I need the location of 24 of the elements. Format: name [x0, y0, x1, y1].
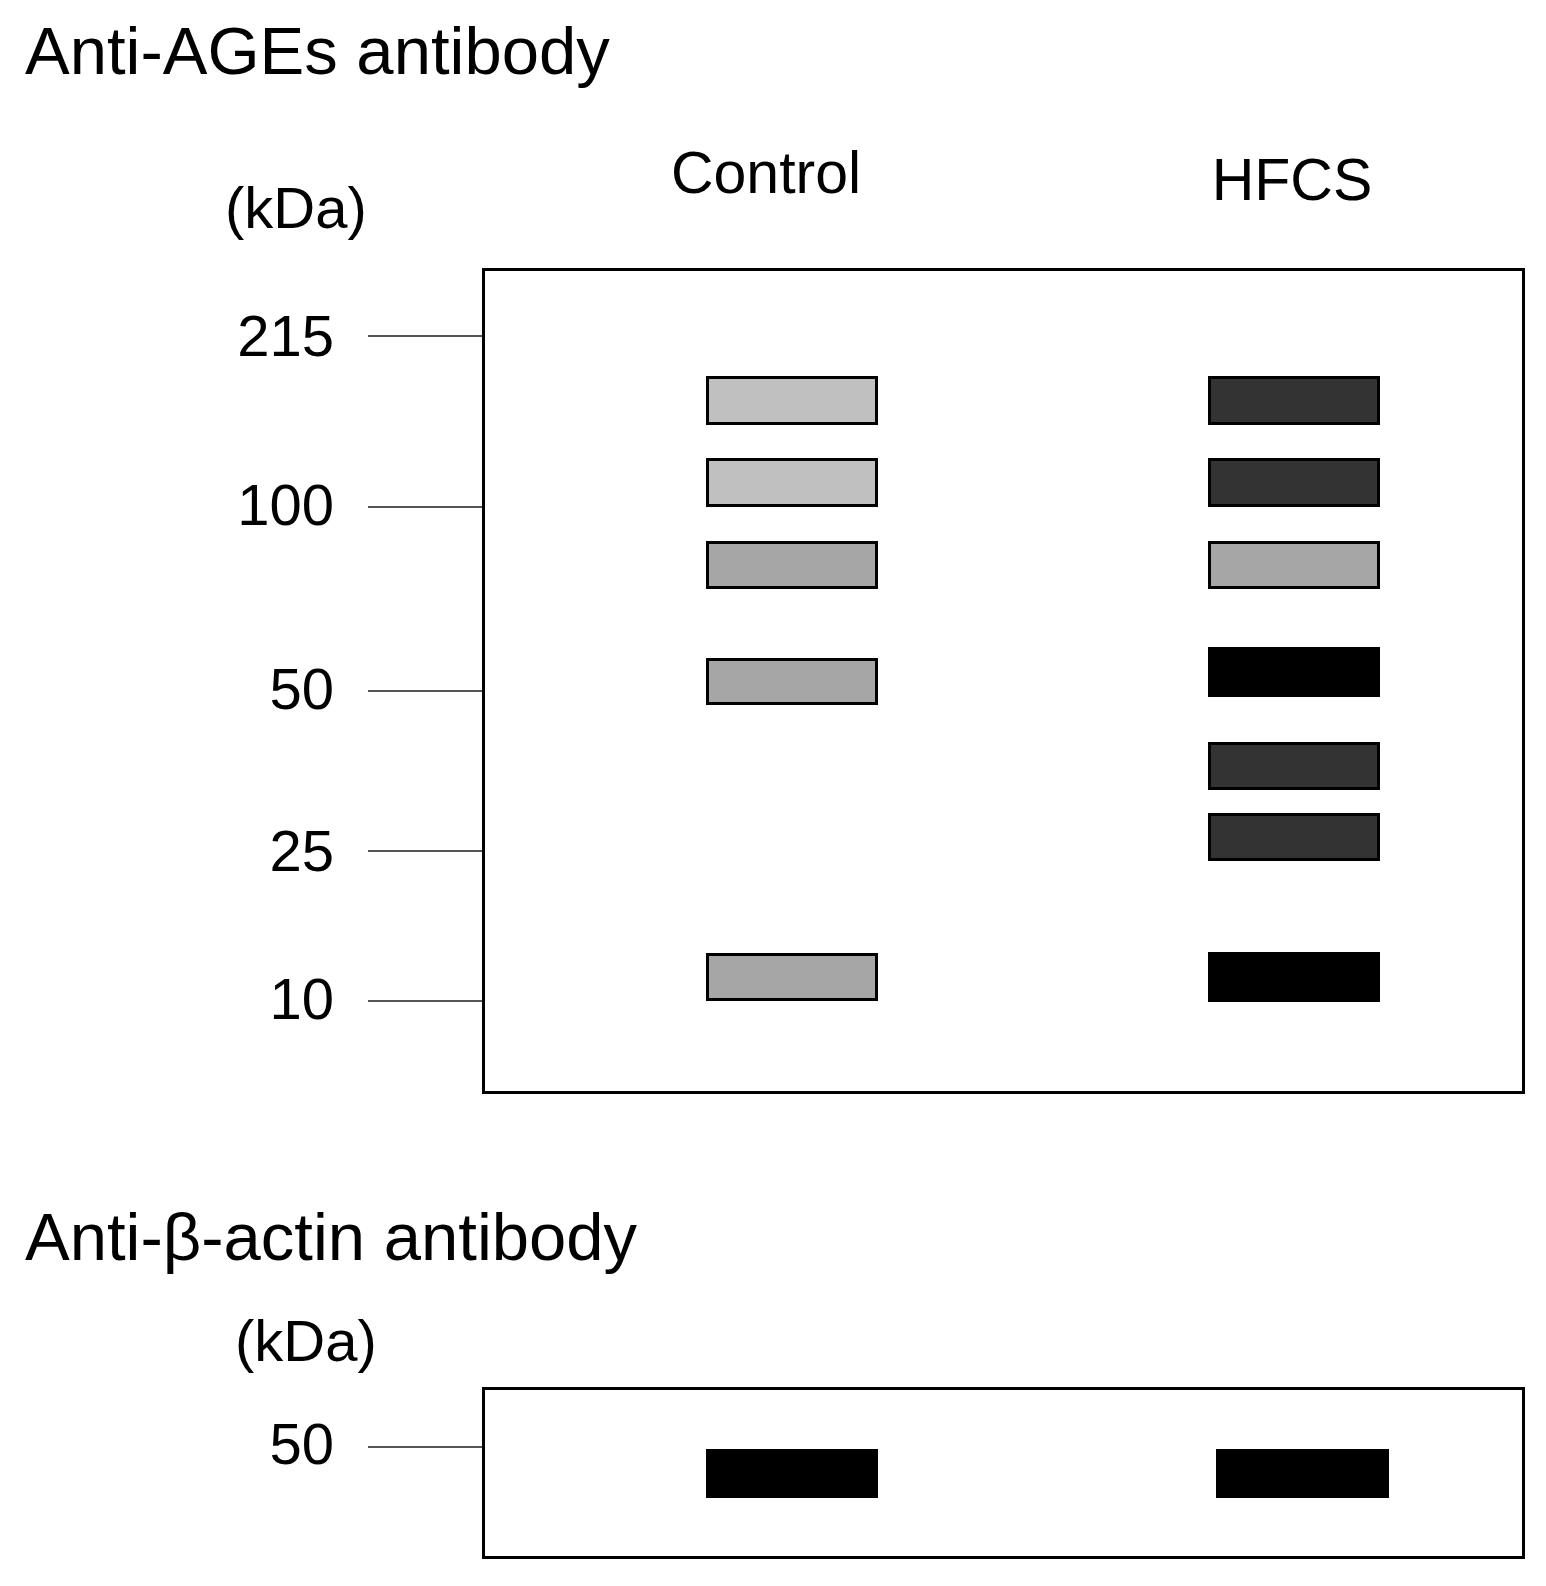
protein-band [1208, 376, 1380, 425]
protein-band [706, 953, 878, 1001]
protein-band [706, 658, 878, 705]
protein-band [706, 541, 878, 589]
protein-band [1208, 541, 1380, 589]
protein-band [1208, 813, 1380, 861]
marker-label: 50 [269, 1415, 334, 1473]
lane-label: HFCS [1211, 150, 1373, 210]
marker-label: 50 [269, 660, 334, 718]
marker-label: 215 [237, 307, 334, 365]
protein-band [1208, 647, 1380, 697]
marker-label: 100 [237, 476, 334, 534]
protein-band [1216, 1449, 1389, 1498]
marker-label: 10 [269, 970, 334, 1028]
protein-band [706, 458, 878, 507]
protein-band [1208, 458, 1380, 507]
protein-band [706, 1449, 878, 1498]
protein-band [1208, 952, 1380, 1002]
blot-panel [482, 1387, 1525, 1559]
protein-band [706, 376, 878, 425]
marker-label: 25 [269, 822, 334, 880]
protein-band [1208, 742, 1380, 790]
blot-panel [482, 268, 1525, 1094]
lane-label: Control [670, 143, 862, 203]
